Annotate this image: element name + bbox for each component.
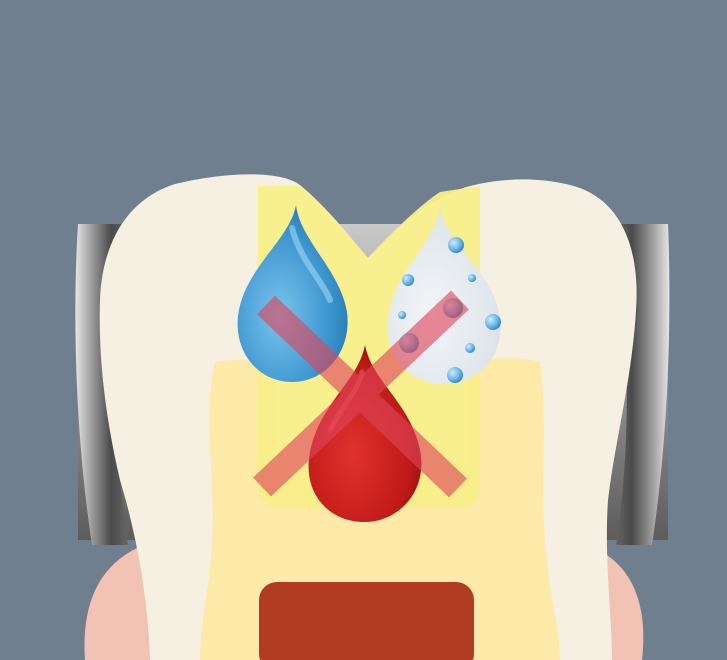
pulp-chamber bbox=[259, 582, 474, 660]
